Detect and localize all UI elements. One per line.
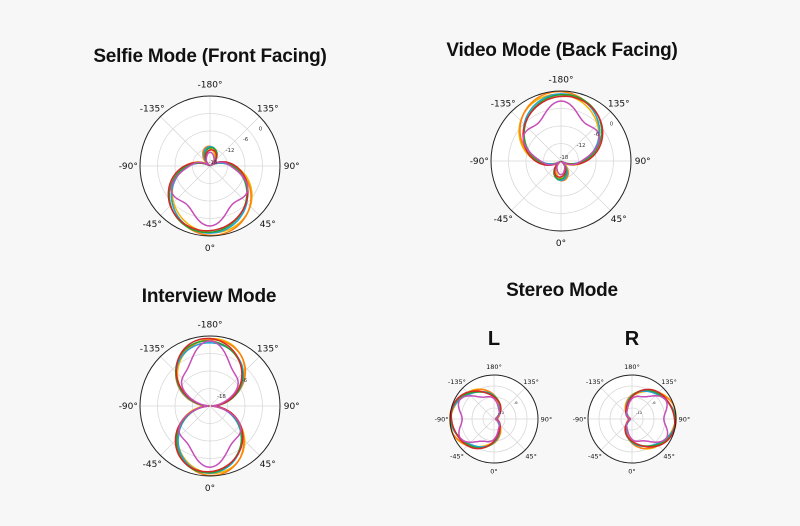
angle-tick-label: -135° (448, 378, 466, 386)
radial-tick-label: -18 (208, 160, 217, 166)
angle-tick-label: 90° (284, 162, 300, 172)
selfie-mode-title: Selfie Mode (Front Facing) (93, 46, 327, 67)
angle-tick-label: 0° (556, 239, 566, 249)
plot-outline (587, 374, 677, 464)
angle-tick-label: 0° (205, 244, 215, 254)
angle-tick-label: 135° (257, 104, 279, 114)
grid-spoke (160, 165, 211, 216)
grid-spoke (209, 165, 260, 216)
grid-spoke (560, 160, 611, 211)
angle-tick-label: -90° (573, 415, 587, 423)
angle-tick-label: -45° (494, 215, 513, 225)
angle-tick-label: -45° (588, 452, 602, 460)
grid-spoke (511, 111, 562, 162)
angle-tick-label: -90° (119, 162, 138, 172)
radial-tick-label: -6 (652, 400, 656, 405)
grid-spoke (160, 405, 211, 456)
grid-spoke (209, 116, 260, 167)
angle-tick-label: -135° (140, 104, 165, 114)
radial-tick-label: -12 (226, 148, 235, 154)
radial-tick-label: -6 (243, 137, 249, 143)
angle-tick-label: 180° (624, 363, 640, 371)
angle-tick-label: -135° (140, 344, 165, 354)
angle-tick-label: 0° (205, 484, 215, 494)
grid-spoke (160, 116, 211, 167)
angle-tick-label: 90° (284, 402, 300, 412)
angle-tick-label: -135° (491, 99, 516, 109)
angle-tick-label: 45° (611, 215, 627, 225)
angle-tick-label: 45° (260, 220, 276, 230)
interview-mode-title: Interview Mode (141, 286, 277, 307)
plot-outline (490, 90, 632, 232)
radial-tick-label: -18 (559, 155, 568, 161)
plot-outline (139, 95, 281, 237)
radial-tick-label: -6 (594, 132, 600, 138)
grid-spoke (209, 356, 260, 407)
angle-tick-label: 90° (679, 415, 691, 423)
stereo-right-label: R (624, 328, 640, 350)
grid-spoke (560, 111, 611, 162)
video-mode-title: Video Mode (Back Facing) (446, 40, 678, 61)
series-line-6 (522, 100, 601, 176)
angle-tick-label: 45° (663, 452, 675, 460)
angle-tick-label: -90° (435, 415, 449, 423)
angle-tick-label: -45° (143, 220, 162, 230)
series-line-6 (170, 151, 249, 227)
plot-outline (139, 335, 281, 477)
angle-tick-label: -180° (198, 320, 223, 330)
series-line-6 (457, 395, 501, 443)
angle-tick-label: 135° (257, 344, 279, 354)
angle-tick-label: 45° (260, 460, 276, 470)
radial-tick-label: -12 (498, 410, 505, 415)
angle-tick-label: -90° (119, 402, 138, 412)
radial-tick-label: -6 (514, 400, 518, 405)
grid-spoke (511, 160, 562, 211)
angle-tick-label: 45° (525, 452, 537, 460)
angle-tick-label: 0° (490, 468, 497, 476)
angle-tick-label: -135° (586, 378, 604, 386)
angle-tick-label: 135° (523, 378, 539, 386)
radial-tick-label: -12 (577, 143, 586, 149)
stereo-left-label: L (487, 328, 501, 350)
angle-tick-label: -45° (450, 452, 464, 460)
angle-tick-label: 135° (661, 378, 677, 386)
angle-tick-label: 135° (608, 99, 630, 109)
radial-tick-label: -6 (242, 378, 248, 384)
radial-tick-label: -18 (217, 394, 226, 400)
radial-tick-label: 0 (259, 127, 263, 133)
grid-spoke (209, 405, 260, 456)
series-line-4 (168, 146, 248, 234)
angle-tick-label: 90° (541, 415, 553, 423)
angle-tick-label: 180° (486, 363, 502, 371)
angle-tick-label: -180° (198, 80, 223, 90)
angle-tick-label: 0° (628, 468, 635, 476)
angle-tick-label: -45° (143, 460, 162, 470)
stereo-mode-title: Stereo Mode (506, 280, 618, 301)
plot-outline (449, 374, 539, 464)
angle-tick-label: -90° (470, 157, 489, 167)
grid-spoke (160, 356, 211, 407)
radial-tick-label: 0 (610, 122, 614, 128)
angle-tick-label: 90° (635, 157, 651, 167)
radial-tick-label: -12 (636, 410, 643, 415)
angle-tick-label: -180° (549, 75, 574, 85)
series-line-6 (625, 395, 669, 443)
series-line-6 (178, 340, 242, 468)
